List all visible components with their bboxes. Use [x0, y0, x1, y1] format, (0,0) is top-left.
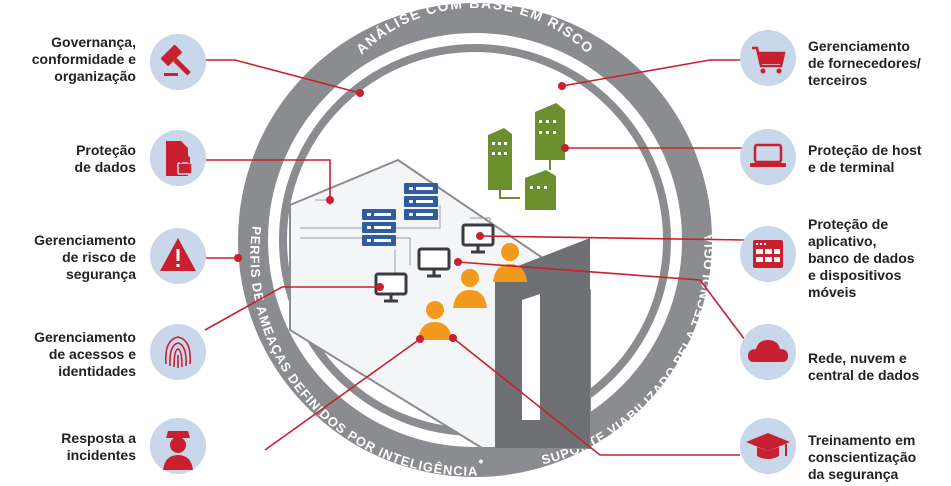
app-window-icon [740, 226, 796, 282]
connector-dots [234, 82, 569, 343]
shopping-cart-icon [740, 30, 796, 86]
police-officer-icon [150, 418, 206, 474]
locked-file-icon [150, 130, 206, 186]
workstation-monitors [374, 223, 495, 303]
data-center-icon [488, 103, 565, 210]
graduation-cap-icon [740, 418, 796, 474]
connector-lines [190, 59, 755, 456]
warning-icon [150, 228, 206, 284]
cloud-icon [740, 324, 796, 380]
laptop-icon [740, 129, 796, 185]
gavel-icon [150, 34, 206, 90]
staff-people [418, 243, 527, 340]
server-stack [362, 183, 438, 246]
fingerprint-icon [150, 324, 206, 380]
ring-separator: • [479, 453, 484, 469]
